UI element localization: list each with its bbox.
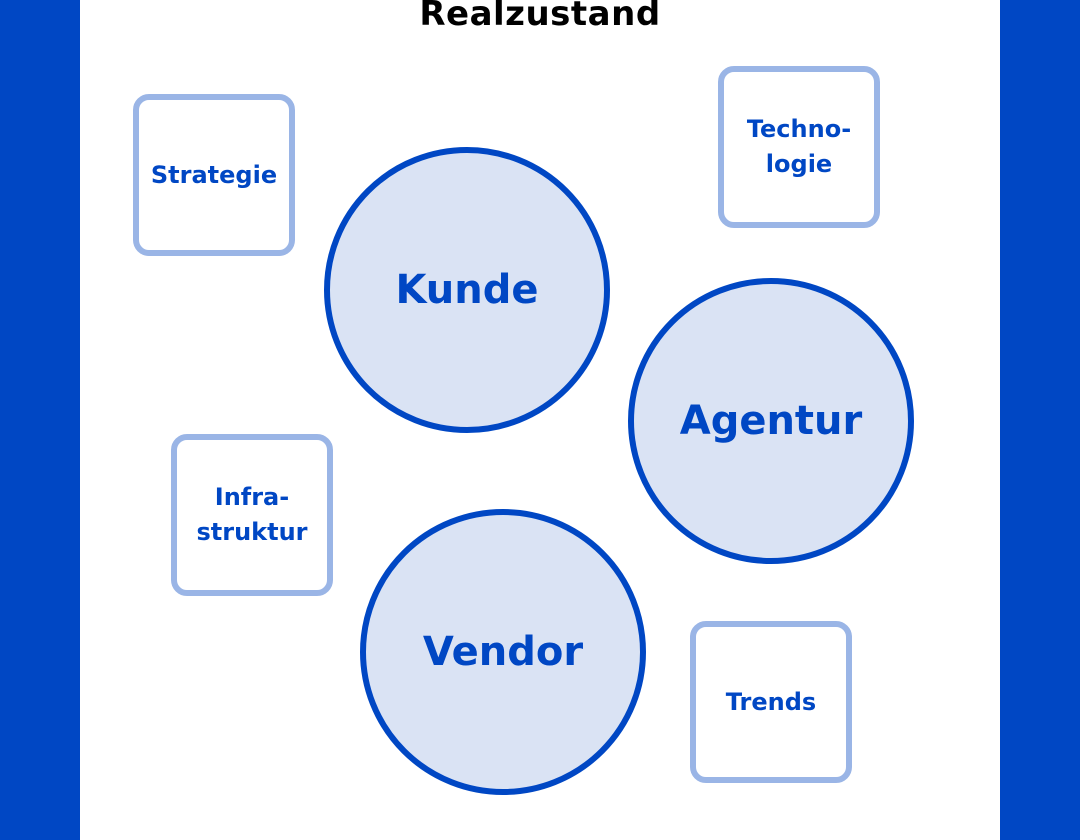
- factor-box-trends: Trends: [690, 621, 852, 783]
- factor-box-strategie: Strategie: [133, 94, 295, 256]
- actor-circle-agentur: Agentur: [628, 278, 914, 564]
- factor-box-infrastruktur: Infra- struktur: [171, 434, 333, 596]
- diagram-title: Realzustand: [419, 0, 661, 34]
- factor-box-technologie: Techno- logie: [718, 66, 880, 228]
- actor-circle-vendor: Vendor: [360, 509, 646, 795]
- actor-circle-kunde: Kunde: [324, 147, 610, 433]
